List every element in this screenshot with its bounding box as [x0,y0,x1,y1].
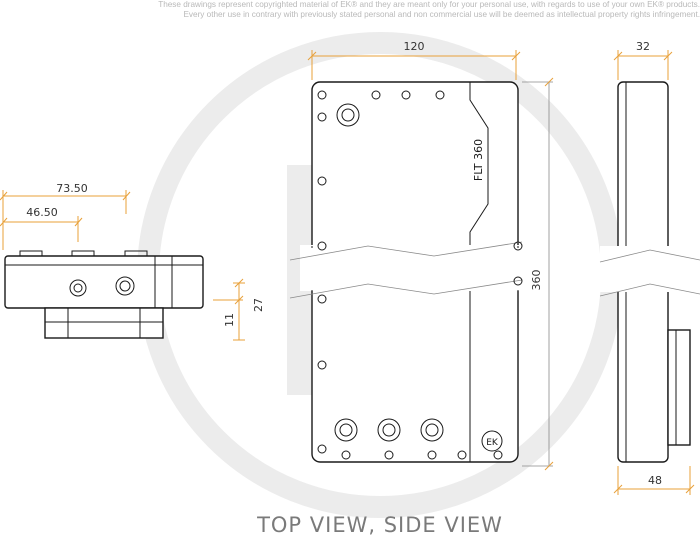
dim-360: 360 [530,270,543,291]
top-view: EK FLT 360 [289,81,530,463]
side-dimensions: 32 48 [613,40,695,495]
dim-73-50: 73.50 [56,182,88,195]
dim-11: 11 [223,313,236,327]
side-view [599,81,700,463]
ek-logo-icon: EK [481,430,503,452]
disclaimer-line-1: These drawings represent copyrighted mat… [158,0,700,9]
dim-46-50: 46.50 [26,206,58,219]
front-view [4,250,204,339]
logo-text: EK [486,438,499,448]
disclaimer-line-2: Every other use in contrary with previou… [183,10,700,19]
dim-120: 120 [404,40,425,53]
dim-48: 48 [648,474,662,487]
top-dimensions: 120 360 [307,40,554,471]
dim-32: 32 [636,40,650,53]
product-label: FLT 360 [472,139,485,181]
dim-27: 27 [252,298,265,312]
view-caption: TOP VIEW, SIDE VIEW [257,513,503,537]
front-dimensions: 73.50 46.50 27 11 [0,182,265,341]
